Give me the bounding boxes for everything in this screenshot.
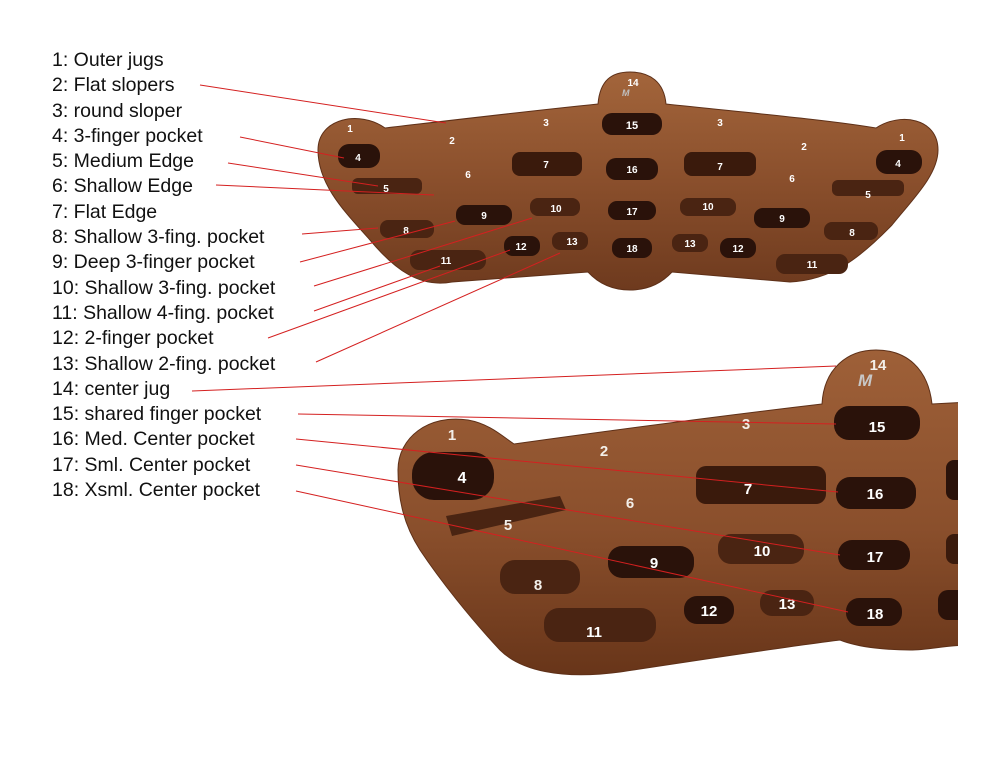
top-label-4-right: 4 — [895, 159, 901, 170]
top-label-11-left: 11 — [441, 256, 452, 267]
bottom-hold-edge-c — [938, 590, 968, 620]
top-label-17: 17 — [626, 207, 638, 218]
bottom-label-16: 16 — [867, 486, 884, 503]
top-label-2-right: 2 — [801, 142, 807, 153]
top-label-5-right: 5 — [865, 190, 871, 201]
top-label-11-right: 11 — [807, 260, 818, 271]
leader-line-14 — [192, 366, 836, 391]
top-label-3-left: 3 — [543, 118, 549, 129]
top-label-6-right: 6 — [789, 174, 795, 185]
top-label-13-right: 13 — [684, 239, 696, 250]
top-label-18: 18 — [626, 244, 638, 255]
bottom-label-17: 17 — [867, 549, 884, 566]
bottom-label-10: 10 — [754, 543, 771, 560]
bottom-label-5: 5 — [504, 517, 512, 534]
top-label-9-right: 9 — [779, 214, 785, 225]
top-label-1-right: 1 — [899, 133, 905, 144]
top-label-10-left: 10 — [550, 204, 562, 215]
bottom-label-6: 6 — [626, 495, 634, 512]
top-label-12-left: 12 — [515, 242, 527, 253]
top-label-16: 16 — [626, 165, 638, 176]
top-label-6-left: 6 — [465, 170, 471, 181]
bottom-label-8: 8 — [534, 577, 542, 594]
bottom-label-11: 11 — [586, 624, 602, 641]
top-label-9-left: 9 — [481, 211, 487, 222]
top-label-8-right: 8 — [849, 228, 855, 239]
top-label-12-right: 12 — [732, 244, 744, 255]
top-label-7-left: 7 — [543, 160, 549, 171]
top-label-13-left: 13 — [566, 237, 578, 248]
top-label-14: 14 — [627, 78, 639, 89]
leader-line-11 — [314, 266, 440, 311]
top-label-4-left: 4 — [355, 153, 361, 164]
top-label-3-right: 3 — [717, 118, 723, 129]
top-label-7-right: 7 — [717, 162, 723, 173]
leader-line-12 — [268, 250, 510, 338]
bottom-label-4: 4 — [458, 470, 467, 487]
top-label-10-right: 10 — [702, 202, 714, 213]
leader-line-2 — [200, 85, 446, 123]
top-label-1-left: 1 — [347, 124, 353, 135]
bottom-label-14: 14 — [870, 357, 887, 374]
top-label-8-left: 8 — [403, 226, 409, 237]
bottom-hold-edge-b — [946, 534, 966, 564]
bottom-label-3: 3 — [742, 416, 750, 433]
bottom-label-1: 1 — [448, 427, 456, 444]
bottom-hold-4 — [412, 452, 494, 500]
bottom-label-2: 2 — [600, 443, 608, 460]
top-logo-mark: M — [622, 88, 630, 98]
top-label-2-left: 2 — [449, 136, 455, 147]
top-label-15: 15 — [626, 120, 638, 132]
bottom-label-12: 12 — [701, 603, 718, 620]
bottom-hold-edge-a — [946, 460, 966, 500]
bottom-hold-7 — [696, 466, 826, 504]
bottom-label-15: 15 — [869, 419, 886, 436]
top-hangboard: M 1 2 3 4 5 6 7 8 9 10 11 12 13 14 15 16… — [318, 72, 938, 290]
bottom-label-18: 18 — [867, 606, 884, 623]
bottom-hangboard-zoom: M 1 2 3 4 5 6 7 8 9 10 11 12 13 14 15 16… — [398, 350, 970, 675]
